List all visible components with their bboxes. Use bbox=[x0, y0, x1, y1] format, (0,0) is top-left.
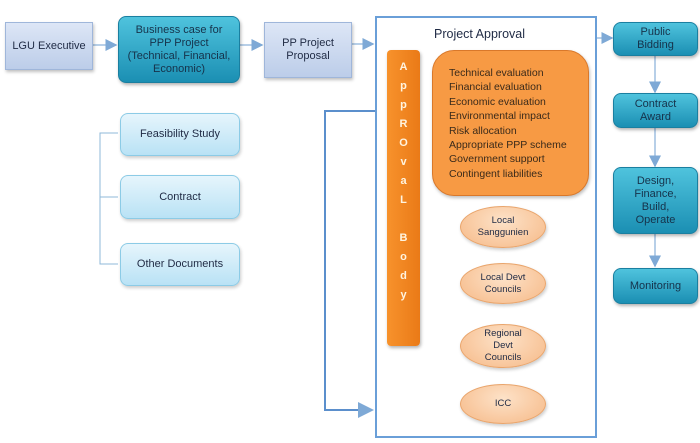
doc-label: Feasibility Study bbox=[139, 128, 221, 140]
approval-body-letter: R bbox=[399, 118, 408, 130]
box-text-line: Design, bbox=[636, 174, 675, 187]
evaluation-item: Government support bbox=[449, 153, 545, 166]
step-monitoring: Monitoring bbox=[613, 268, 698, 304]
approval-body-letter: a bbox=[400, 175, 407, 187]
box-text-line: Bidding bbox=[637, 39, 674, 51]
box-text-line: Local bbox=[491, 215, 515, 226]
doc-other-documents: Other Documents bbox=[120, 243, 240, 286]
business-case-line: Economic) bbox=[153, 62, 205, 75]
box-text-line: Award bbox=[640, 110, 671, 123]
box-text-line: Public bbox=[640, 26, 671, 38]
step-design-finance-build-operate: Design,Finance,Build,Operate bbox=[613, 167, 698, 234]
project-approval-title: Project Approval bbox=[434, 27, 526, 41]
business-case-line: PPP Project bbox=[149, 36, 209, 49]
lgu-executive-box: LGU Executive bbox=[5, 22, 93, 70]
box-text-line: Contract bbox=[634, 97, 677, 110]
business-case-line: (Technical, Financial, bbox=[127, 49, 231, 62]
evaluation-item: Risk allocation bbox=[449, 124, 517, 137]
box-text-line: Sanggunien bbox=[477, 227, 529, 238]
doc-contract: Contract bbox=[120, 175, 240, 219]
evaluation-item: Financial evaluation bbox=[449, 81, 542, 94]
box-text-line: Councils bbox=[484, 352, 522, 363]
approval-body-letter: L bbox=[400, 194, 407, 206]
approval-body-letter bbox=[402, 210, 405, 229]
evaluation-item: Economic evaluation bbox=[449, 95, 546, 108]
box-text-line: Local Devt bbox=[480, 271, 526, 283]
pp-proposal-line: Proposal bbox=[286, 50, 330, 62]
approval-body-letter: p bbox=[400, 80, 407, 92]
evaluation-item: Appropriate PPP scheme bbox=[449, 139, 567, 152]
approval-body-letter: d bbox=[400, 270, 407, 282]
box-text-line: Finance, bbox=[634, 187, 677, 200]
pp-proposal-line: PP Project bbox=[282, 37, 334, 49]
evaluation-item: Environmental impact bbox=[449, 110, 550, 123]
box-text-line: Monitoring bbox=[629, 279, 682, 292]
lgu-executive-label: LGU Executive bbox=[12, 39, 86, 52]
body-icc: ICC bbox=[460, 384, 546, 424]
approval-body-letter: y bbox=[400, 289, 407, 301]
approval-body-letter: o bbox=[400, 251, 407, 263]
pp-proposal-box: PP Project Proposal bbox=[264, 22, 352, 78]
doc-label: Other Documents bbox=[136, 258, 224, 270]
evaluation-item: Technical evaluation bbox=[449, 67, 544, 79]
box-text-line: Operate bbox=[635, 213, 676, 226]
doc-feasibility-study: Feasibility Study bbox=[120, 113, 240, 156]
approval-body-letter: A bbox=[399, 61, 408, 73]
box-text-line: ICC bbox=[494, 398, 512, 409]
evaluation-item: Contingent liabilities bbox=[449, 167, 543, 180]
business-case-box: Business case for PPP Project (Technical… bbox=[118, 16, 240, 83]
approval-body-letter: O bbox=[399, 137, 408, 149]
approval-body-letter: B bbox=[399, 232, 408, 244]
doc-label: Contract bbox=[159, 190, 201, 203]
box-text-line: Devt bbox=[493, 340, 513, 351]
box-text-line: Regional bbox=[484, 328, 522, 339]
business-case-line: Business case for bbox=[135, 23, 223, 36]
box-text-line: Build, bbox=[641, 200, 670, 213]
documents-bracket bbox=[99, 132, 118, 265]
approval-body-letter: p bbox=[400, 99, 407, 111]
box-text-line: Councils bbox=[484, 283, 522, 295]
loop-connector bbox=[324, 110, 375, 418]
approval-body-letter: v bbox=[400, 156, 407, 168]
